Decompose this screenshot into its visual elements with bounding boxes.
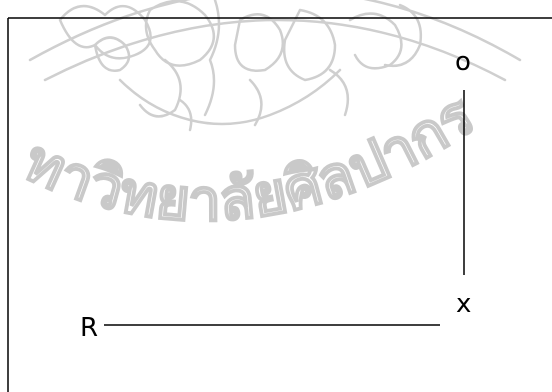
label-left: R bbox=[80, 313, 98, 343]
watermark-seal bbox=[28, 0, 522, 132]
watermark-text: ทาวิทยาลัยศิลปากร bbox=[14, 81, 486, 235]
label-top: o bbox=[455, 47, 471, 77]
label-right: x bbox=[456, 289, 471, 319]
